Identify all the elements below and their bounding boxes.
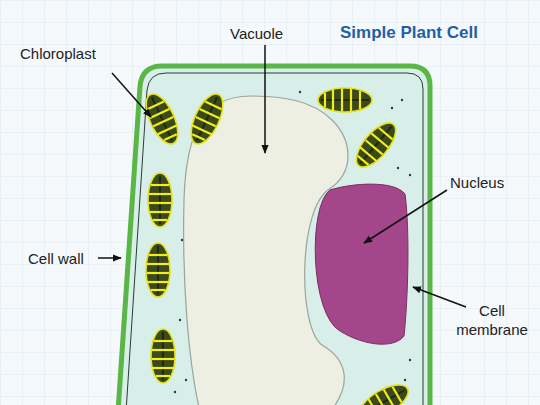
chloroplast-label: Chloroplast (20, 44, 96, 63)
chloroplasts (140, 88, 414, 405)
nucleus-label: Nucleus (450, 173, 504, 192)
leader-lines (98, 45, 466, 307)
cell-wall-label: Cell wall (28, 249, 84, 268)
nucleus (315, 184, 408, 344)
cell-membrane-label: Cell membrane (452, 301, 532, 339)
cell-membrane (126, 73, 423, 405)
vacuole-label: Vacuole (230, 24, 283, 43)
diagram-title: Simple Plant Cell (340, 23, 478, 43)
cell-wall (118, 66, 430, 405)
